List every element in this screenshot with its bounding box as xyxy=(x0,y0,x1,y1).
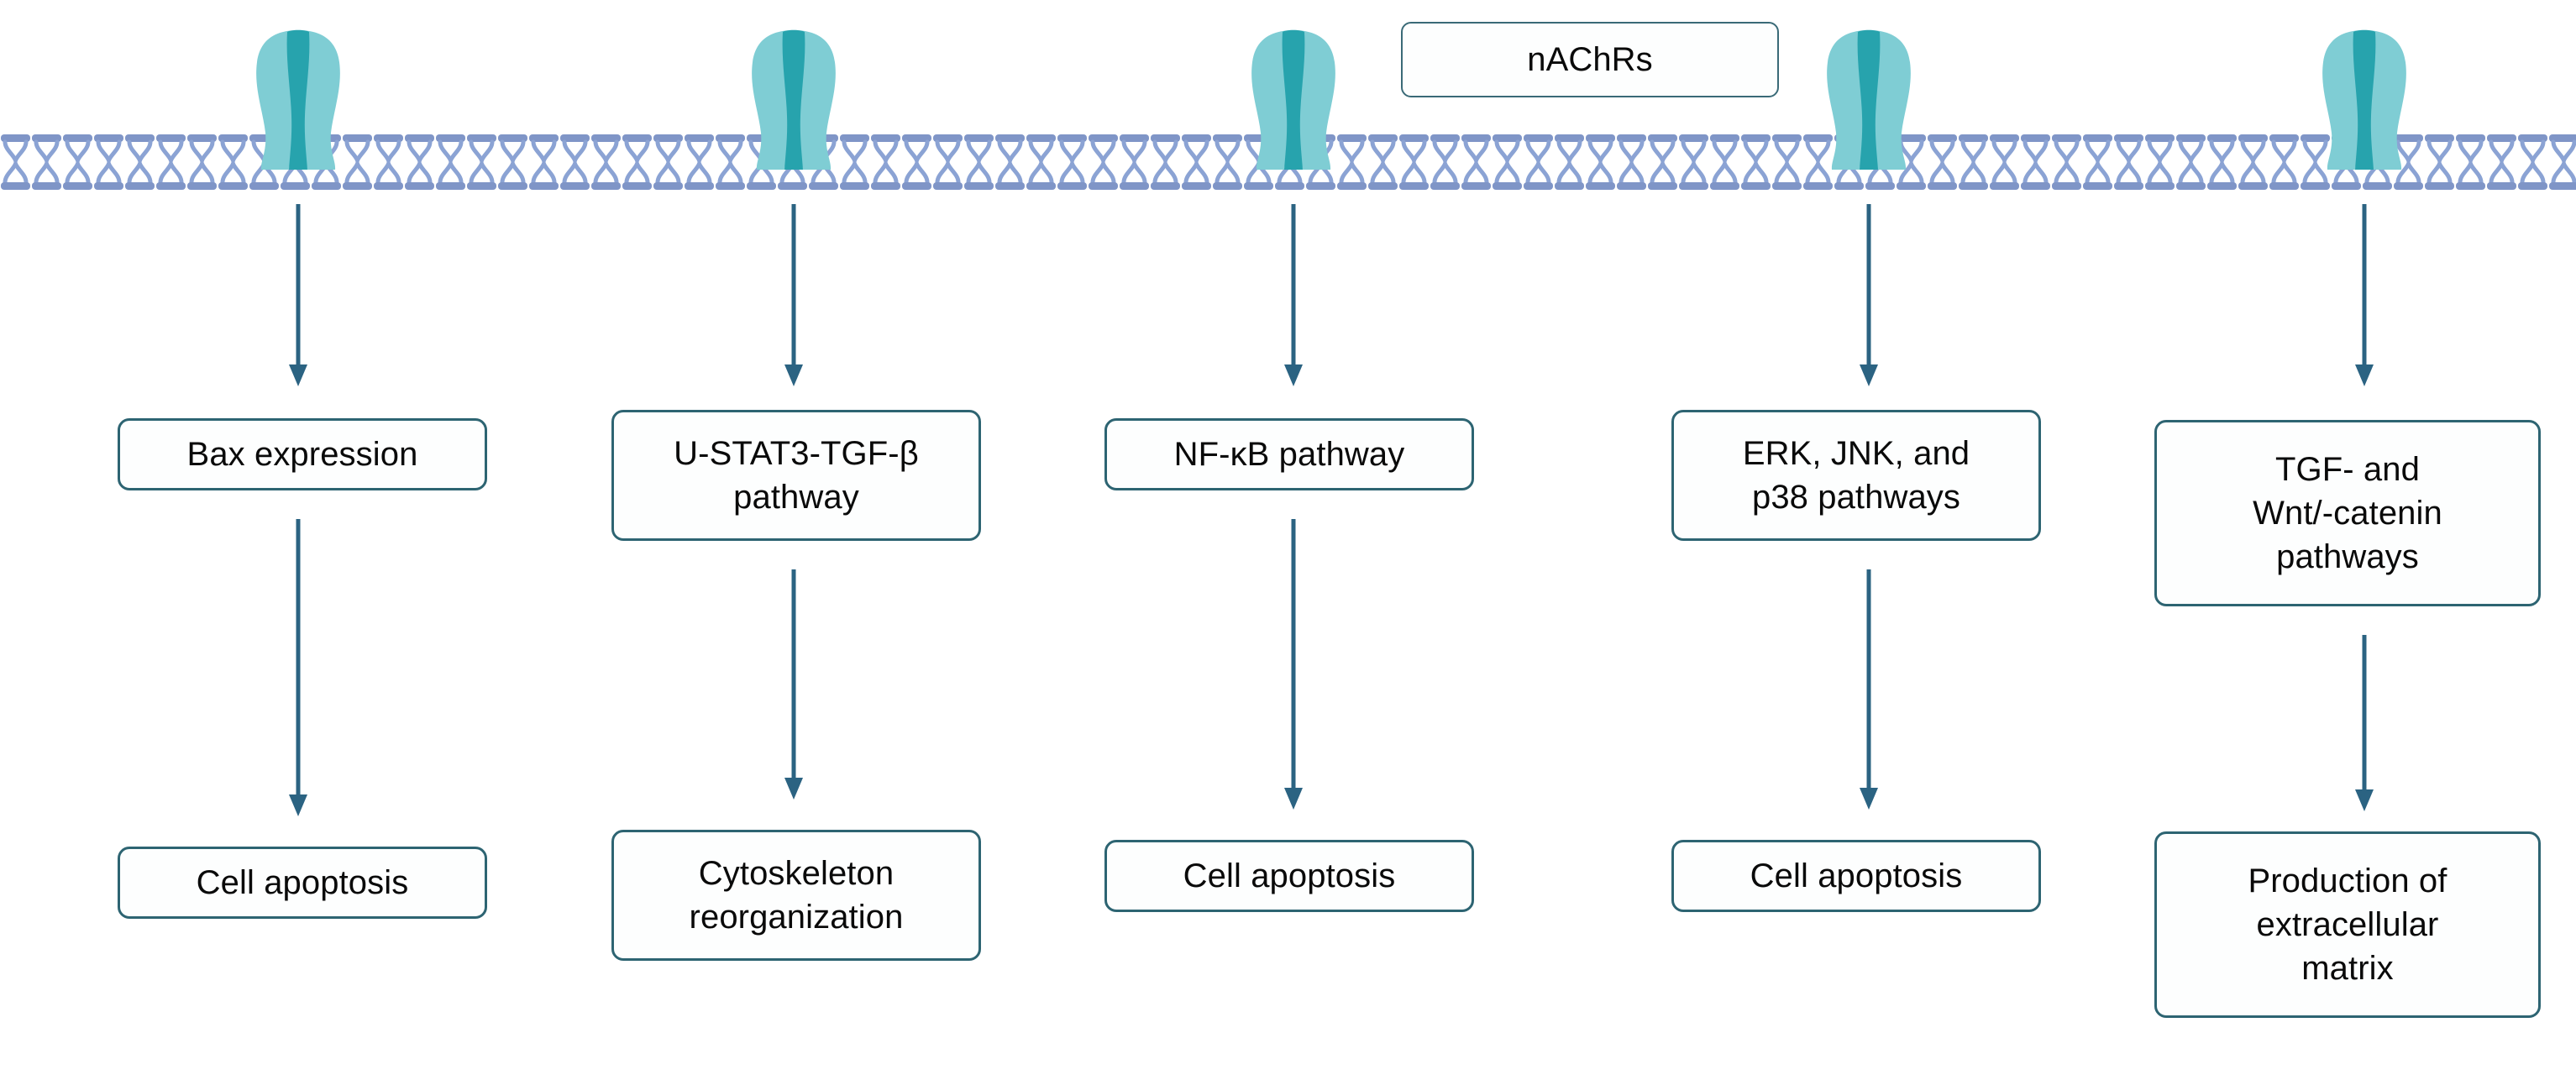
column-nfkb-arrow-receptor-to-pathway xyxy=(1277,204,1310,386)
nachr-receptor xyxy=(2301,24,2427,183)
column-tgf-wnt-arrow-pathway-to-outcome xyxy=(2348,635,2381,811)
nachrs-label: nAChRs xyxy=(1401,22,1779,97)
column-tgf-wnt-arrow-receptor-to-pathway xyxy=(2348,204,2381,386)
nachr-receptor xyxy=(235,24,361,183)
nachr-receptor xyxy=(1230,24,1356,183)
column-bax-arrow-receptor-to-pathway xyxy=(281,204,315,386)
column-nfkb-outcome-box: Cell apoptosis xyxy=(1104,840,1474,912)
column-bax-outcome-box-text: Cell apoptosis xyxy=(196,864,409,901)
column-ustat3-arrow-receptor-to-pathway xyxy=(777,204,811,386)
column-erk-jnk-p38-arrow-pathway-to-outcome xyxy=(1852,569,1886,810)
nachr-receptor xyxy=(731,24,857,183)
column-nfkb-pathway-box-text: NF-κB pathway xyxy=(1173,436,1405,473)
column-erk-jnk-p38-outcome-box-text: Cell apoptosis xyxy=(1750,857,1963,894)
column-erk-jnk-p38-arrow-receptor-to-pathway xyxy=(1852,204,1886,386)
column-nfkb-pathway-box: NF-κB pathway xyxy=(1104,418,1474,490)
column-ustat3-arrow-pathway-to-outcome xyxy=(777,569,811,800)
column-nfkb-arrow-pathway-to-outcome xyxy=(1277,519,1310,810)
nachr-receptor xyxy=(1806,24,1932,183)
column-bax-pathway-box-text: Bax expression xyxy=(186,436,418,473)
column-nfkb-outcome-box-text: Cell apoptosis xyxy=(1183,857,1396,894)
column-erk-jnk-p38-outcome-box: Cell apoptosis xyxy=(1671,840,2041,912)
column-bax-arrow-pathway-to-outcome xyxy=(281,519,315,816)
column-bax-outcome-box: Cell apoptosis xyxy=(118,847,487,919)
column-bax-pathway-box: Bax expression xyxy=(118,418,487,490)
nachrs-label-text: nAChRs xyxy=(1527,41,1653,78)
